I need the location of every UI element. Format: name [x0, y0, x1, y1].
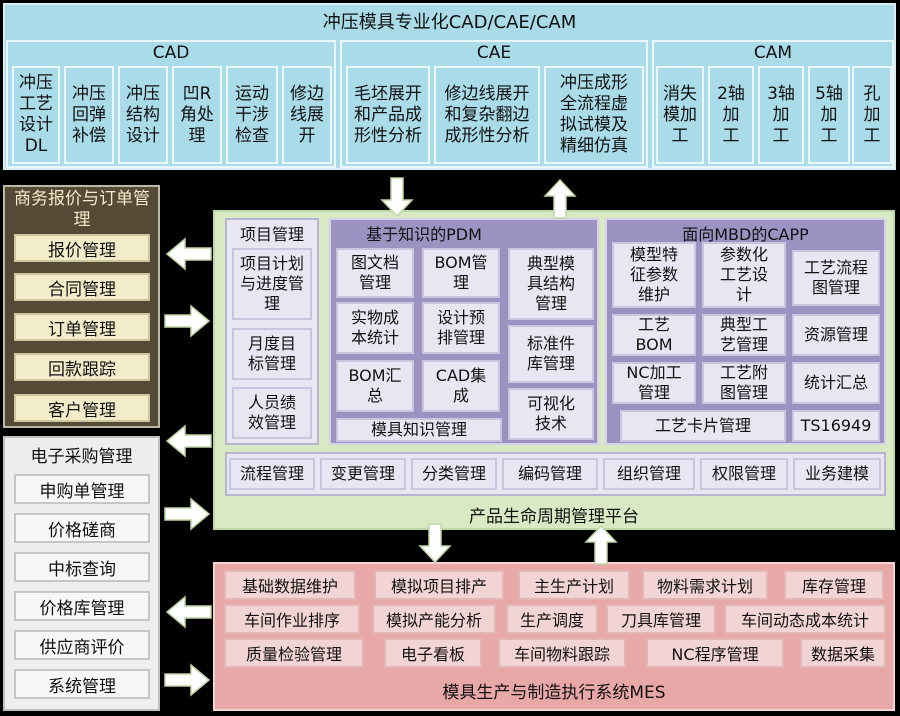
project-title: 项目管理 — [239, 225, 304, 244]
purchase-title: 电子采购管理 — [30, 446, 133, 467]
mes-r2-4: 刀具库管理 — [606, 604, 716, 634]
mes-r1-3: 主生产计划 — [518, 570, 630, 600]
capp-card: 工艺卡片管理 — [620, 410, 786, 442]
pdm-item-1: 图文档管理 — [336, 248, 414, 298]
cam-item-5: 孔加工 — [852, 66, 892, 164]
business-item-5: 客户管理 — [14, 394, 150, 422]
capp-item-4: 工艺BOM — [612, 314, 696, 356]
arrow-up-icon — [543, 178, 577, 219]
base-item-6: 权限管理 — [700, 458, 788, 490]
capp-item-2: 参数化工艺设计 — [702, 242, 786, 308]
cad-item-4: 凹R角处理 — [172, 66, 222, 164]
mes-r3-5: 数据采集 — [800, 638, 886, 668]
arrow-left-icon — [165, 595, 212, 629]
mes-title: 模具生产与制造执行系统MES — [442, 682, 666, 703]
business-item-4: 回款跟踪 — [14, 353, 150, 381]
business-item-2: 合同管理 — [14, 273, 150, 301]
mes-r1-4: 物料需求计划 — [642, 570, 768, 600]
cad-item-1: 冲压工艺设计DL — [12, 66, 60, 164]
pdm-item-3: 典型模具结构管理 — [508, 248, 594, 320]
cae-item-2: 修边线展开和复杂翻边成形性分析 — [434, 66, 540, 164]
cam-item-3: 3轴加工 — [758, 66, 804, 164]
mes-r1-2: 模拟项目排产 — [374, 570, 504, 600]
pdm-item-6: 标准件库管理 — [508, 325, 594, 383]
base-item-4: 编码管理 — [502, 458, 598, 490]
mes-r3-4: NC程序管理 — [646, 638, 784, 668]
cae-item-3: 冲压成形全流程虚拟试模及精细仿真 — [544, 66, 644, 164]
platform-footer: 产品生命周期管理平台 — [469, 506, 639, 527]
cad-item-3: 冲压结构设计 — [118, 66, 168, 164]
purchase-item-2: 价格磋商 — [14, 513, 150, 543]
capp-item-8: 工艺附图管理 — [702, 362, 786, 404]
business-title: 商务报价与订单管理 — [14, 189, 150, 230]
arrow-right-icon — [164, 497, 211, 531]
cam-item-1: 消失模加工 — [656, 66, 704, 164]
mes-r3-2: 电子看板 — [384, 638, 482, 668]
business-panel — [3, 185, 160, 428]
pdm-item-2: BOM管理 — [422, 248, 500, 298]
mes-r1-1: 基础数据维护 — [224, 570, 356, 600]
arrow-left-icon — [165, 424, 212, 458]
cae-heading: CAE — [476, 43, 512, 63]
pdm-item-9: 可视化技术 — [508, 388, 594, 440]
arrow-left-icon — [165, 237, 212, 271]
capp-title: 面向MBD的CAPP — [682, 225, 809, 244]
cae-item-1: 毛坯展开和产品成形性分析 — [346, 66, 430, 164]
purchase-item-1: 申购单管理 — [14, 474, 150, 504]
mes-r1-5: 库存管理 — [784, 570, 884, 600]
project-item-1: 项目计划与进度管理 — [232, 248, 312, 320]
base-item-7: 业务建模 — [793, 458, 881, 490]
cad-item-6: 修边线展开 — [282, 66, 332, 164]
project-item-3: 人员绩效管理 — [232, 387, 312, 439]
cad-item-2: 冲压回弹补偿 — [64, 66, 114, 164]
purchase-item-4: 价格库管理 — [14, 591, 150, 621]
cam-item-2: 2轴加工 — [708, 66, 754, 164]
mes-r2-3: 生产调度 — [506, 604, 598, 634]
capp-item-3: 工艺流程图管理 — [792, 250, 880, 306]
mes-r2-1: 车间作业排序 — [224, 604, 360, 634]
arrow-up-icon — [584, 524, 618, 565]
capp-item-6: 资源管理 — [792, 314, 880, 356]
arrow-right-icon — [164, 304, 211, 338]
base-item-2: 变更管理 — [320, 458, 406, 490]
cam-item-4: 5轴加工 — [808, 66, 850, 164]
capp-item-9: 统计汇总 — [792, 362, 880, 404]
cam-heading: CAM — [753, 43, 793, 63]
arrow-down-icon — [380, 177, 414, 218]
base-item-5: 组织管理 — [603, 458, 695, 490]
cad-group — [6, 40, 336, 168]
purchase-item-3: 中标查询 — [14, 552, 150, 582]
top-title: 冲压模具专业化CAD/CAE/CAM — [322, 12, 577, 33]
capp-item-7: NC加工管理 — [612, 362, 696, 404]
pdm-item-7: BOM汇总 — [336, 360, 414, 412]
cad-item-5: 运动干涉检查 — [226, 66, 278, 164]
arrow-down-icon — [418, 523, 452, 564]
mes-r2-2: 模拟产能分析 — [372, 604, 496, 634]
pdm-item-5: 设计预排管理 — [422, 302, 500, 354]
purchase-item-5: 供应商评价 — [14, 630, 150, 660]
mes-r3-1: 质量检验管理 — [224, 638, 364, 668]
cad-heading: CAD — [152, 43, 190, 63]
arrow-right-icon — [164, 663, 211, 697]
base-item-3: 分类管理 — [411, 458, 497, 490]
business-item-3: 订单管理 — [14, 313, 150, 341]
pdm-item-4: 实物成本统计 — [336, 302, 414, 354]
pdm-knowledge: 模具知识管理 — [336, 418, 502, 442]
capp-item-1: 模型特征参数维护 — [612, 242, 696, 308]
mes-r3-3: 车间物料跟踪 — [498, 638, 626, 668]
capp-item-5: 典型工艺管理 — [702, 314, 786, 356]
purchase-item-6: 系统管理 — [14, 669, 150, 699]
capp-ts: TS16949 — [792, 410, 880, 442]
mes-r2-5: 车间动态成本统计 — [724, 604, 886, 634]
business-item-1: 报价管理 — [14, 234, 150, 262]
pdm-title: 基于知识的PDM — [366, 225, 482, 244]
project-item-2: 月度目标管理 — [232, 328, 312, 380]
base-item-1: 流程管理 — [229, 458, 315, 490]
pdm-item-8: CAD集成 — [422, 360, 500, 412]
